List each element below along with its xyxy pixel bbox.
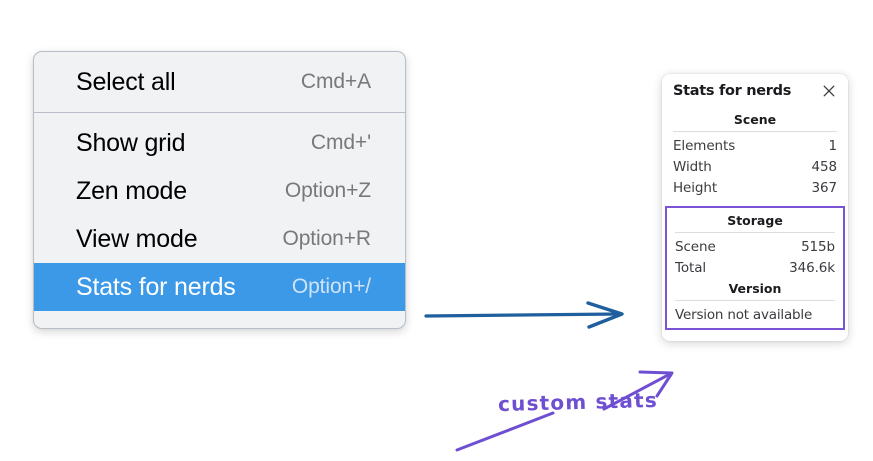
menu-item-label: Zen mode bbox=[76, 176, 187, 205]
menu-item-label: Show grid bbox=[76, 128, 186, 157]
menu-item-shortcut: Option+/ bbox=[291, 275, 371, 298]
menu-item-label: Select all bbox=[76, 67, 176, 96]
menu-item-show-grid[interactable]: Show grid Cmd+' bbox=[34, 119, 405, 167]
table-row: Width 458 bbox=[673, 156, 837, 177]
blue-arrow-icon bbox=[424, 301, 624, 329]
storage-heading: Storage bbox=[727, 213, 783, 228]
stats-panel-header: Stats for nerds bbox=[673, 83, 837, 99]
context-menu[interactable]: Select all Cmd+A Show grid Cmd+' Zen mod… bbox=[33, 51, 406, 329]
stat-value: 1 bbox=[828, 137, 838, 154]
stat-label: Total bbox=[675, 259, 707, 276]
menu-item-shortcut: Cmd+A bbox=[300, 70, 371, 93]
menu-item-shortcut: Cmd+' bbox=[310, 131, 371, 154]
purple-underline-icon bbox=[455, 411, 555, 452]
menu-footer-padding bbox=[34, 311, 405, 328]
stat-label: Elements bbox=[673, 137, 736, 154]
version-section: Version Version not available bbox=[675, 278, 835, 323]
table-row: Elements 1 bbox=[673, 135, 837, 156]
menu-separator bbox=[34, 112, 405, 113]
menu-group-1: Select all Cmd+A bbox=[34, 58, 405, 106]
menu-item-label: Stats for nerds bbox=[76, 272, 236, 301]
menu-item-label: View mode bbox=[76, 224, 198, 253]
scene-heading: Scene bbox=[733, 112, 777, 127]
version-heading: Version bbox=[728, 281, 782, 296]
storage-section: Storage Scene 515b Total 346.6k bbox=[675, 210, 835, 278]
version-value: Version not available bbox=[675, 307, 813, 323]
menu-item-shortcut: Option+Z bbox=[284, 179, 371, 202]
stat-value: 515b bbox=[801, 238, 835, 255]
custom-stats-highlight-box: Storage Scene 515b Total 346.6k Version … bbox=[665, 206, 845, 330]
stat-label: Width bbox=[673, 158, 712, 175]
stat-label: Scene bbox=[675, 238, 716, 255]
menu-item-zen-mode[interactable]: Zen mode Option+Z bbox=[34, 167, 405, 215]
stat-value: 458 bbox=[811, 158, 838, 175]
close-icon[interactable] bbox=[821, 83, 837, 99]
table-row: Scene 515b bbox=[675, 236, 835, 257]
divider bbox=[673, 131, 837, 132]
stat-label: Height bbox=[673, 179, 718, 196]
divider bbox=[675, 232, 835, 233]
stats-for-nerds-panel: Stats for nerds Scene Elements 1 Width 4… bbox=[662, 74, 848, 341]
stat-value: 367 bbox=[811, 179, 838, 196]
menu-item-shortcut: Option+R bbox=[282, 227, 371, 250]
divider bbox=[675, 300, 835, 301]
table-row: Total 346.6k bbox=[675, 257, 835, 278]
stat-value: 346.6k bbox=[789, 259, 835, 276]
stats-panel-title: Stats for nerds bbox=[673, 83, 792, 99]
menu-item-view-mode[interactable]: View mode Option+R bbox=[34, 215, 405, 263]
scene-section: Scene Elements 1 Width 458 Height 367 bbox=[673, 110, 837, 198]
menu-item-select-all[interactable]: Select all Cmd+A bbox=[34, 58, 405, 106]
menu-group-2: Show grid Cmd+' Zen mode Option+Z View m… bbox=[34, 113, 405, 311]
handwritten-note: custom stats bbox=[497, 387, 659, 417]
table-row: Height 367 bbox=[673, 177, 837, 198]
menu-item-stats-for-nerds[interactable]: Stats for nerds Option+/ bbox=[34, 263, 405, 311]
